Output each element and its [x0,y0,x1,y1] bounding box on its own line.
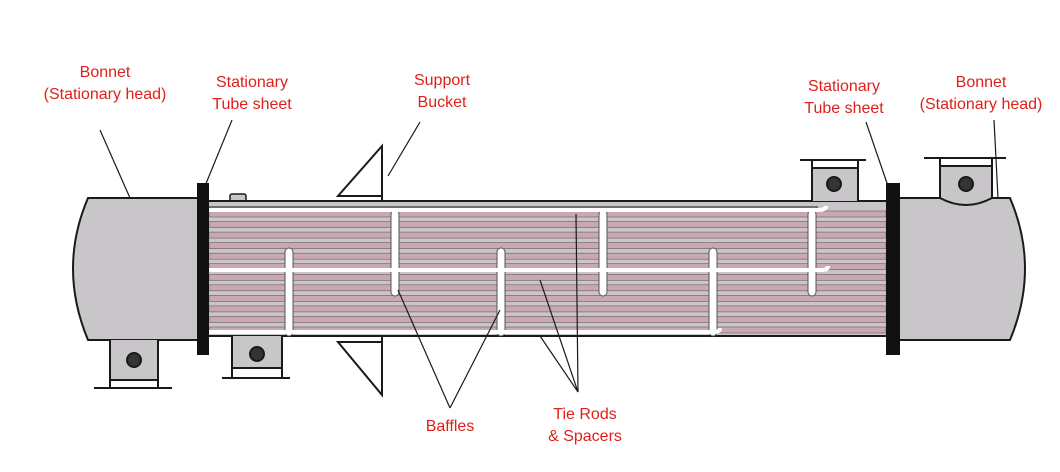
leader-support [387,121,421,177]
leader-bonnet-left [99,129,131,199]
tube [208,252,887,260]
baffle [598,209,608,297]
right-tube-sheet [886,183,900,355]
tube [208,231,887,239]
baffle [807,209,817,297]
label-bonnet-left: Bonnet (Stationary head) [30,62,180,106]
nozzle-bottom-center [222,336,290,379]
left-tube-sheet [197,183,209,355]
label-line: Tie Rods [553,406,617,423]
tube [208,284,887,292]
label-line: (Stationary head) [43,86,167,103]
tube [208,242,887,249]
baffle [496,247,506,337]
leader-tubesheet-right [865,121,889,187]
baffle [284,247,294,337]
tube [208,316,887,323]
leader-tierod-2 [539,335,579,393]
leader-lines [99,119,999,409]
label-line: Bonnet [955,74,1007,91]
tube [208,221,887,228]
leader-tierod-3 [575,213,579,393]
label-line: Baffles [425,418,475,435]
leader-bonnet-right [993,119,999,199]
label-line: (Stationary head) [919,96,1043,113]
nozzle-bottom-left [94,340,172,389]
label-line: Tube sheet [212,96,292,113]
tube [208,305,887,313]
tie-rod-mid [208,265,830,272]
label-support-bucket: Support Bucket [392,70,492,114]
baffle [708,247,718,337]
label-tie-rods: Tie Rods & Spacers [530,404,640,448]
baffle [390,209,400,297]
tie-rod-group [208,205,830,334]
label-line: & Spacers [548,428,622,445]
left-bonnet [72,197,201,341]
tie-rod-bottom [208,327,722,334]
nozzle-top-right-bonnet [924,157,1006,206]
nozzle-top-right-shell [800,159,866,201]
label-tubesheet-right: Stationary Tube sheet [784,76,904,120]
label-bonnet-right: Bonnet (Stationary head) [906,72,1056,116]
tie-rod-top [208,205,828,212]
leader-baffle-1 [397,289,451,409]
tube [208,273,887,281]
label-tubesheet-left: Stationary Tube sheet [192,72,312,116]
leader-tubesheet-left [204,119,233,187]
label-line: Tube sheet [804,100,884,117]
leader-baffle-2 [449,309,501,409]
label-line: Bonnet [79,64,131,81]
label-line: Stationary [807,78,881,95]
label-line: Support [413,72,471,89]
label-line: Stationary [215,74,289,91]
leader-tierod-1 [539,279,579,393]
right-bonnet [891,197,1026,341]
label-baffles: Baffles [410,416,490,438]
label-line: Bucket [417,94,467,111]
